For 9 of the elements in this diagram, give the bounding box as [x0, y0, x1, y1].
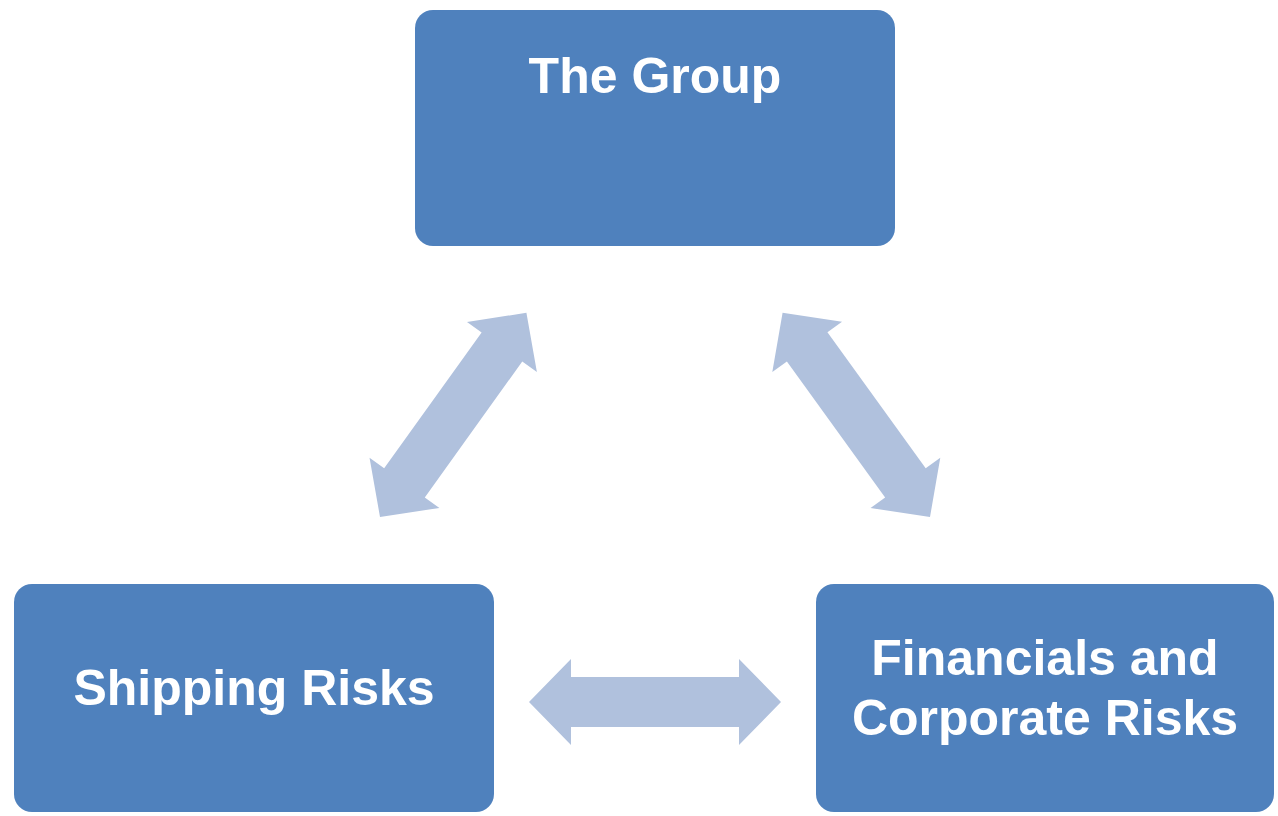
box-label: Financials and Corporate Risks [850, 629, 1240, 748]
box-label: Shipping Risks [73, 659, 435, 718]
double-arrow [772, 312, 941, 517]
process-box [415, 10, 895, 246]
double-arrow [529, 659, 781, 745]
process-box [816, 584, 1274, 812]
double-arrow [369, 312, 537, 517]
process-box [14, 584, 494, 812]
box-label: The Group [528, 47, 782, 106]
